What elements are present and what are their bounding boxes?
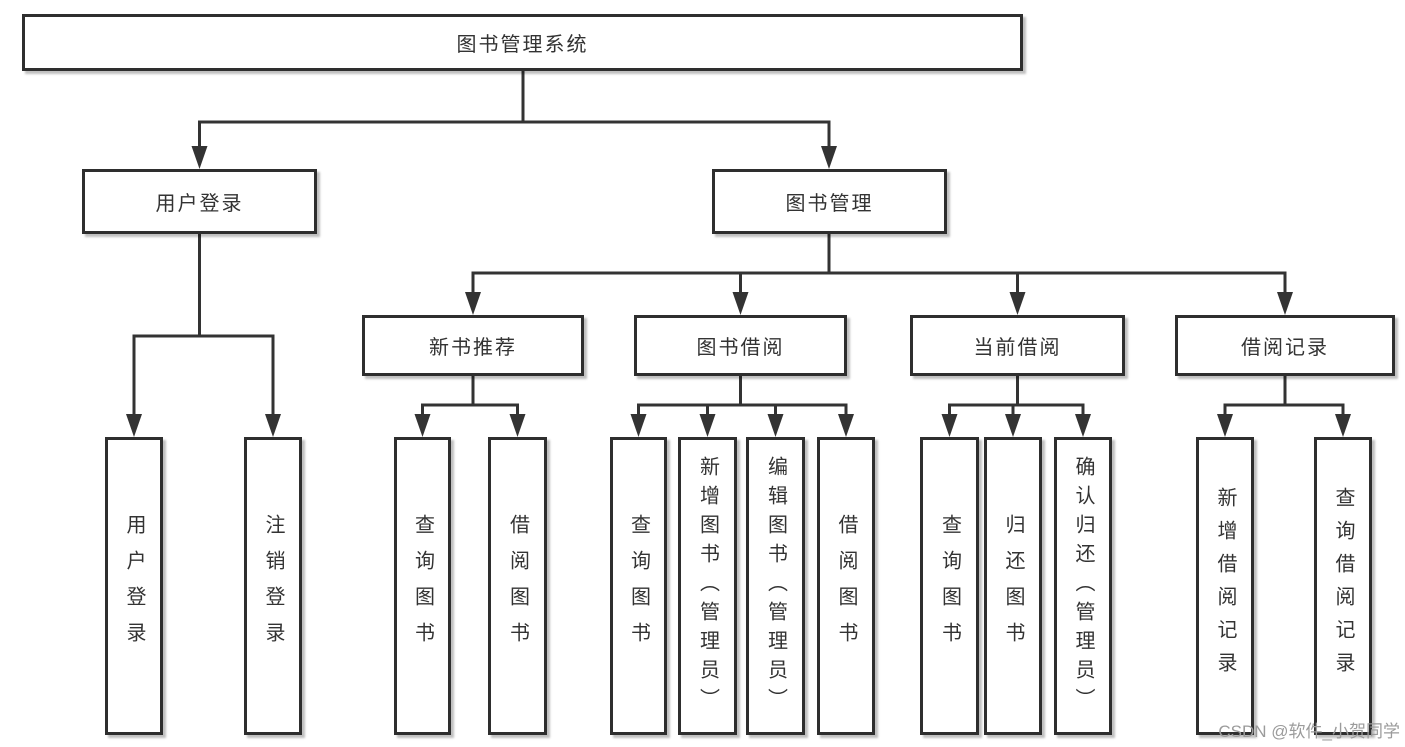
node-library-management-system: 图书管理系统 — [22, 14, 1023, 71]
arrowhead — [821, 146, 837, 169]
node-label: 归还图书 — [1002, 514, 1024, 658]
arrowhead — [1005, 414, 1021, 437]
node-add-borrow-record: 新增借阅记录 — [1196, 437, 1254, 735]
connector-user-login — [126, 234, 281, 437]
node-new-book-recommendation: 新书推荐 — [362, 315, 584, 376]
node-borrowing-records: 借阅记录 — [1175, 315, 1395, 376]
connector-book-borrowing — [630, 376, 854, 437]
arrowhead — [630, 414, 647, 437]
arrowhead — [465, 292, 481, 315]
node-borrow-books-recommend: 借阅图书 — [488, 437, 547, 735]
arrowhead — [699, 414, 716, 437]
node-add-books-admin: 新增图书（管理员） — [678, 437, 737, 735]
node-label: 注销登录 — [262, 514, 284, 658]
node-label: 查询图书 — [411, 514, 434, 658]
node-book-management-branch: 图书管理 — [712, 169, 947, 234]
node-label: 确认归还（管理员） — [1072, 455, 1094, 717]
node-label: 用户登录 — [155, 193, 244, 215]
arrowhead — [509, 414, 526, 437]
node-label: 图书管理 — [785, 193, 874, 215]
connector-root — [191, 71, 837, 169]
arrowhead — [941, 414, 958, 437]
node-label: 新增借阅记录 — [1214, 487, 1236, 685]
arrowhead — [414, 414, 431, 437]
node-label: 用户登录 — [123, 514, 145, 658]
arrowhead — [1277, 292, 1293, 315]
arrowhead — [732, 292, 749, 315]
node-query-books-current: 查询图书 — [920, 437, 979, 735]
node-label: 图书管理系统 — [456, 34, 589, 56]
connector-new-book-recommendation — [414, 376, 526, 437]
watermark: CSDN @软件_小贺同学 — [1218, 722, 1400, 741]
arrowhead — [191, 146, 208, 169]
node-label: 查询图书 — [627, 514, 650, 658]
node-borrow-books-borrowing: 借阅图书 — [817, 437, 875, 735]
arrowhead — [838, 414, 854, 437]
node-user-login-branch: 用户登录 — [82, 169, 317, 234]
node-label: 查询图书 — [938, 514, 961, 658]
node-confirm-return-admin: 确认归还（管理员） — [1054, 437, 1112, 735]
node-label: 查询借阅记录 — [1332, 487, 1354, 685]
node-label: 借阅图书 — [835, 514, 857, 658]
node-query-books-borrowing: 查询图书 — [610, 437, 667, 735]
node-user-login: 用户登录 — [105, 437, 163, 735]
arrowhead — [1335, 414, 1351, 437]
node-label: 借阅图书 — [506, 514, 529, 658]
node-query-books-recommend: 查询图书 — [394, 437, 451, 735]
arrowhead — [1075, 414, 1091, 437]
connector-current-borrowing — [941, 376, 1091, 437]
arrowhead — [1217, 414, 1233, 437]
node-label: 当前借阅 — [973, 337, 1062, 359]
node-label: 新增图书（管理员） — [696, 455, 719, 717]
node-query-borrow-record: 查询借阅记录 — [1314, 437, 1372, 735]
arrowhead — [126, 414, 142, 437]
arrowhead — [1009, 292, 1026, 315]
node-book-borrowing: 图书借阅 — [634, 315, 847, 376]
connector-book-management — [465, 234, 1293, 315]
node-current-borrowing: 当前借阅 — [910, 315, 1125, 376]
arrowhead — [265, 414, 281, 437]
node-label: 编辑图书（管理员） — [764, 455, 787, 717]
arrowhead — [767, 414, 784, 437]
node-label: 新书推荐 — [429, 337, 517, 359]
node-label: 借阅记录 — [1241, 337, 1329, 359]
node-edit-books-admin: 编辑图书（管理员） — [746, 437, 805, 735]
node-label: 图书借阅 — [696, 337, 785, 359]
node-logout: 注销登录 — [244, 437, 302, 735]
node-return-books: 归还图书 — [984, 437, 1042, 735]
connector-borrowing-records — [1217, 376, 1351, 437]
